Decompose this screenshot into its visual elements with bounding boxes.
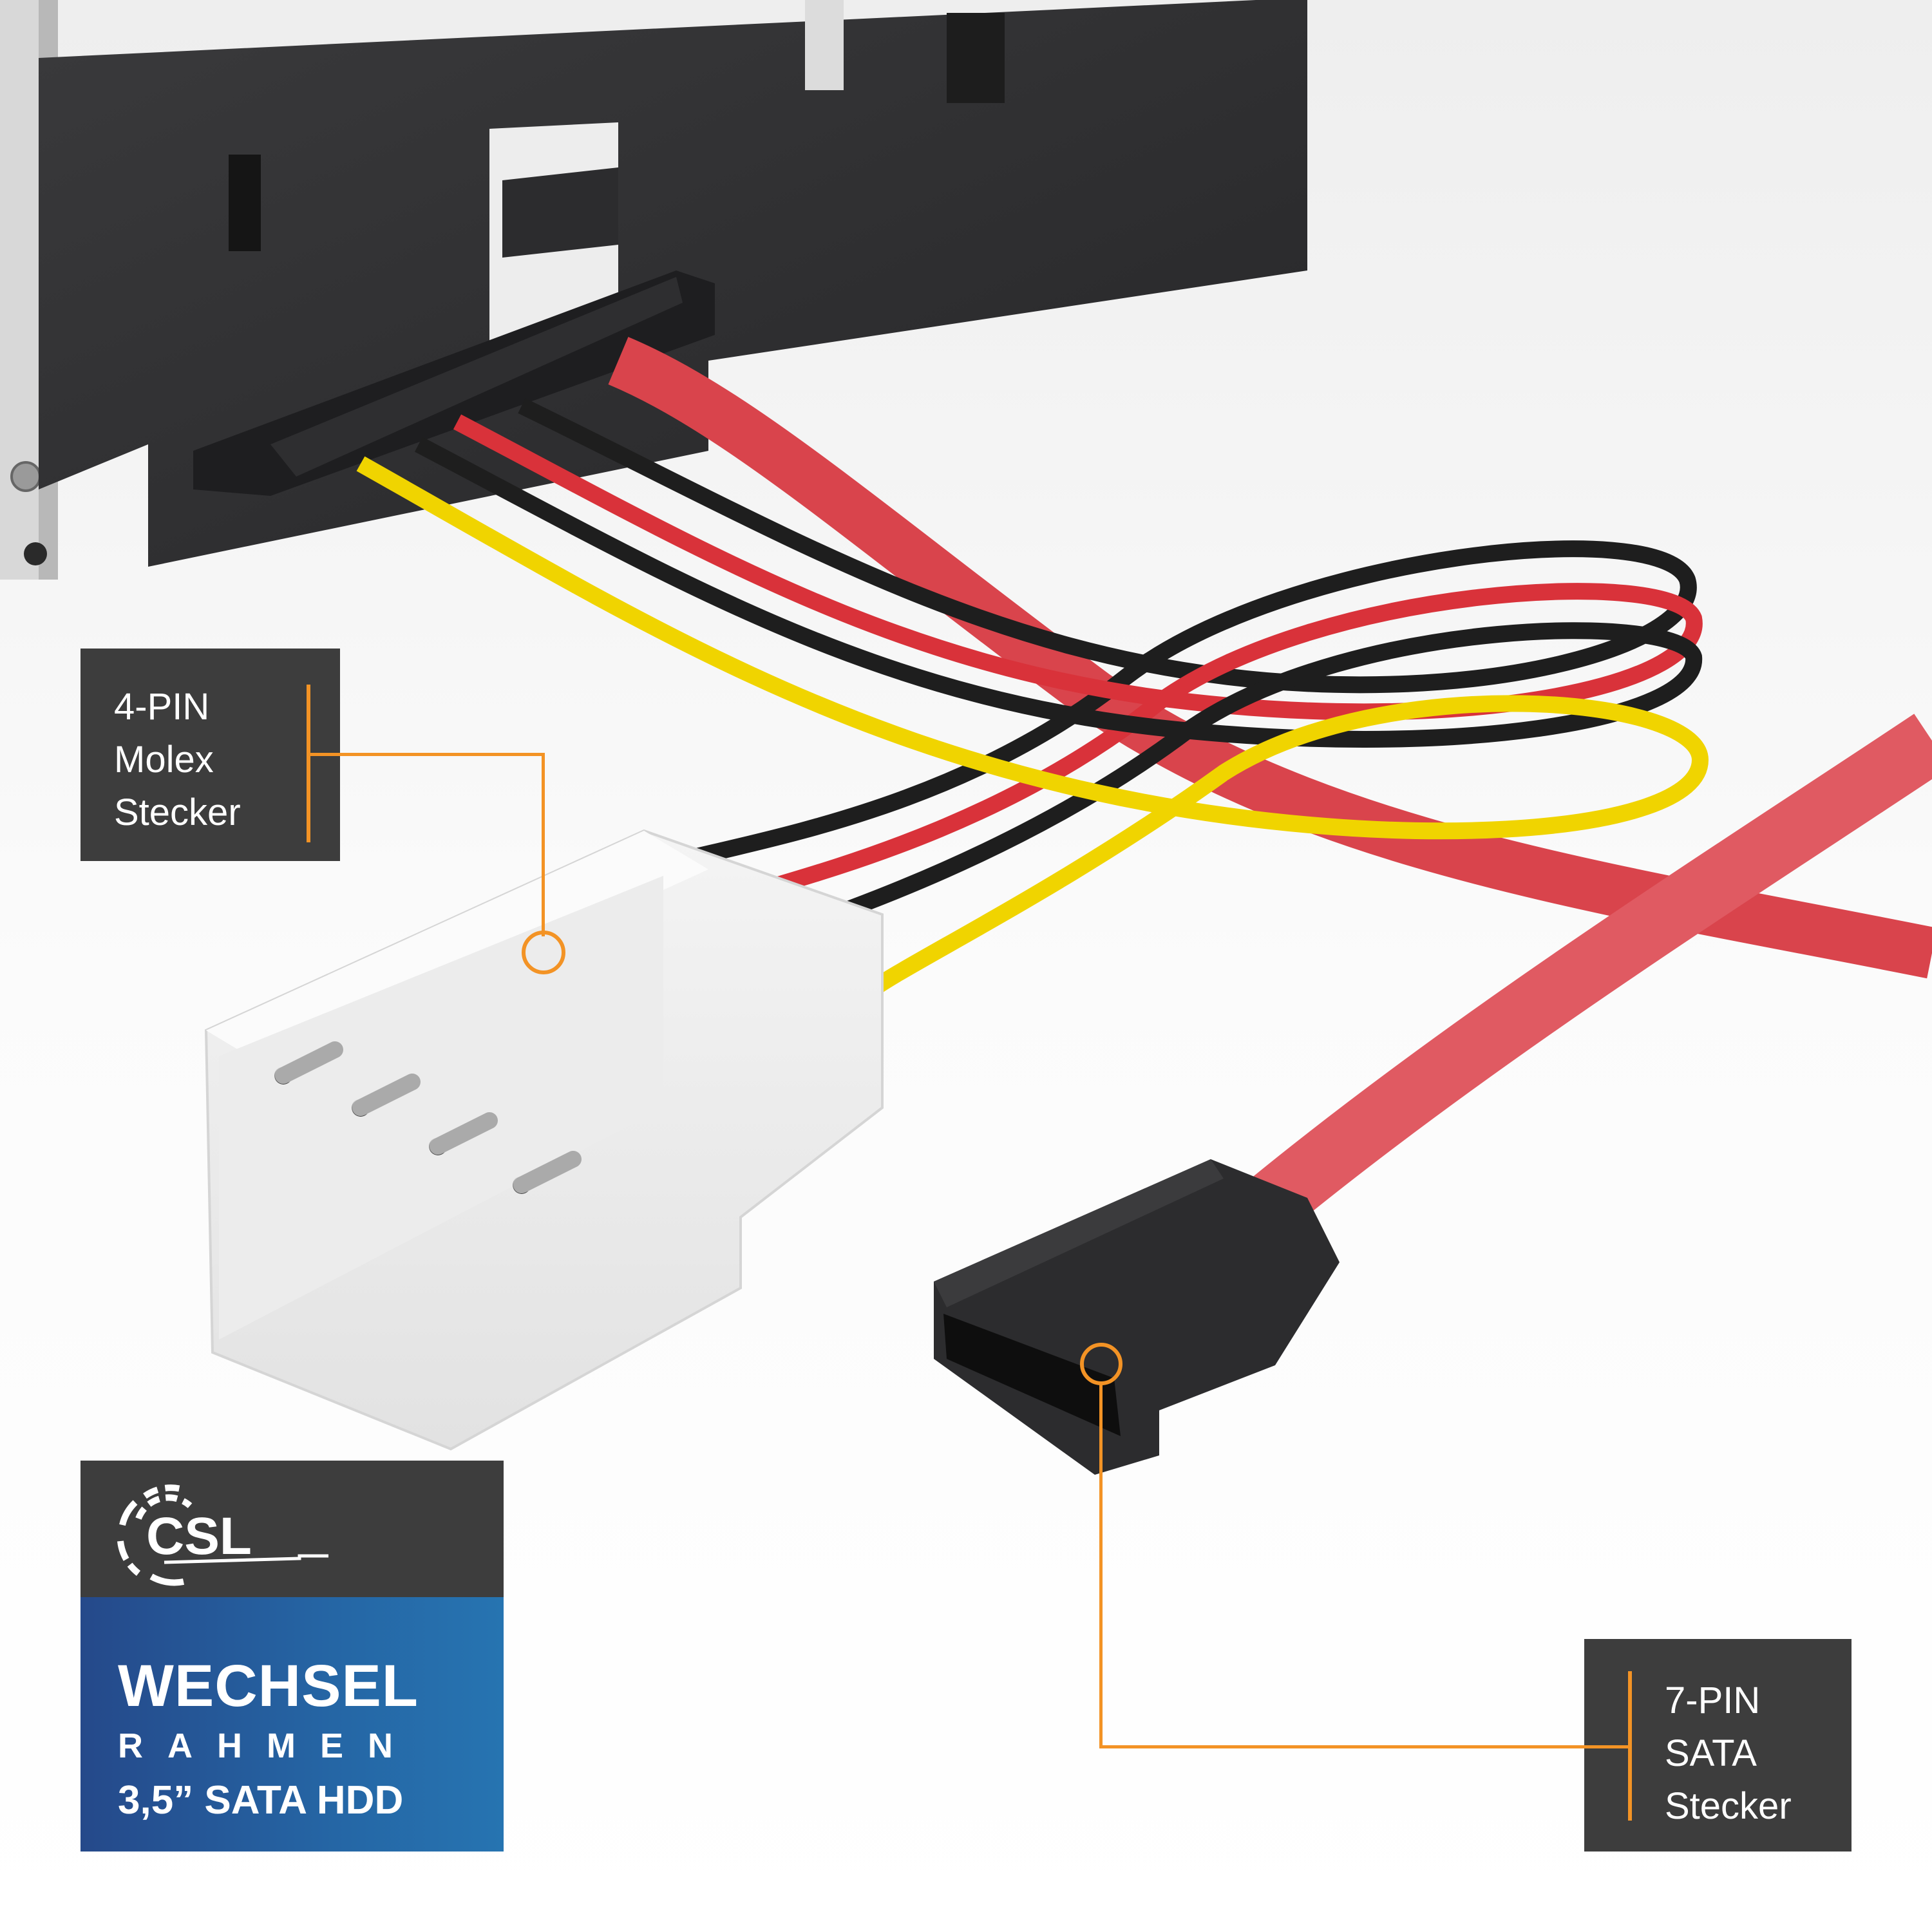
product-title-panel: WECHSEL RAHMEN 3,5” SATA HDD — [80, 1597, 504, 1852]
title-line-2: RAHMEN — [118, 1727, 417, 1765]
sata-callout-line2: SATA — [1665, 1732, 1757, 1774]
molex-leader-vertical — [542, 753, 545, 936]
molex-callout-line2: Molex — [114, 739, 214, 781]
sata-callout-bracket — [1628, 1671, 1632, 1821]
brand-logo-panel: CSL — [80, 1461, 504, 1602]
molex-connector — [204, 829, 884, 1451]
molex-callout-line1: 4-PIN — [114, 686, 210, 728]
sata-connector — [934, 1159, 1340, 1475]
title-line-1: WECHSEL — [118, 1653, 419, 1719]
csl-logo-icon: CSL — [117, 1484, 328, 1586]
molex-leader-horizontal — [309, 753, 545, 756]
molex-callout-bracket — [307, 685, 310, 842]
title-line-3: 3,5” SATA HDD — [118, 1778, 404, 1823]
molex-target-ring-icon — [522, 931, 565, 974]
csl-logo-text: CSL — [146, 1507, 252, 1566]
molex-callout-line3: Stecker — [114, 791, 241, 833]
sata-callout-line3: Stecker — [1665, 1785, 1792, 1827]
wire-black-2 — [414, 437, 1703, 949]
sata-leader-vertical — [1099, 1383, 1103, 1748]
wire-yellow — [356, 456, 1709, 999]
sata-callout-line1: 7-PIN — [1665, 1680, 1761, 1721]
sata-leader-horizontal — [1099, 1745, 1629, 1748]
sata-target-ring-icon — [1080, 1343, 1122, 1385]
molex-callout-label: 4-PIN Molex Stecker — [80, 649, 340, 861]
